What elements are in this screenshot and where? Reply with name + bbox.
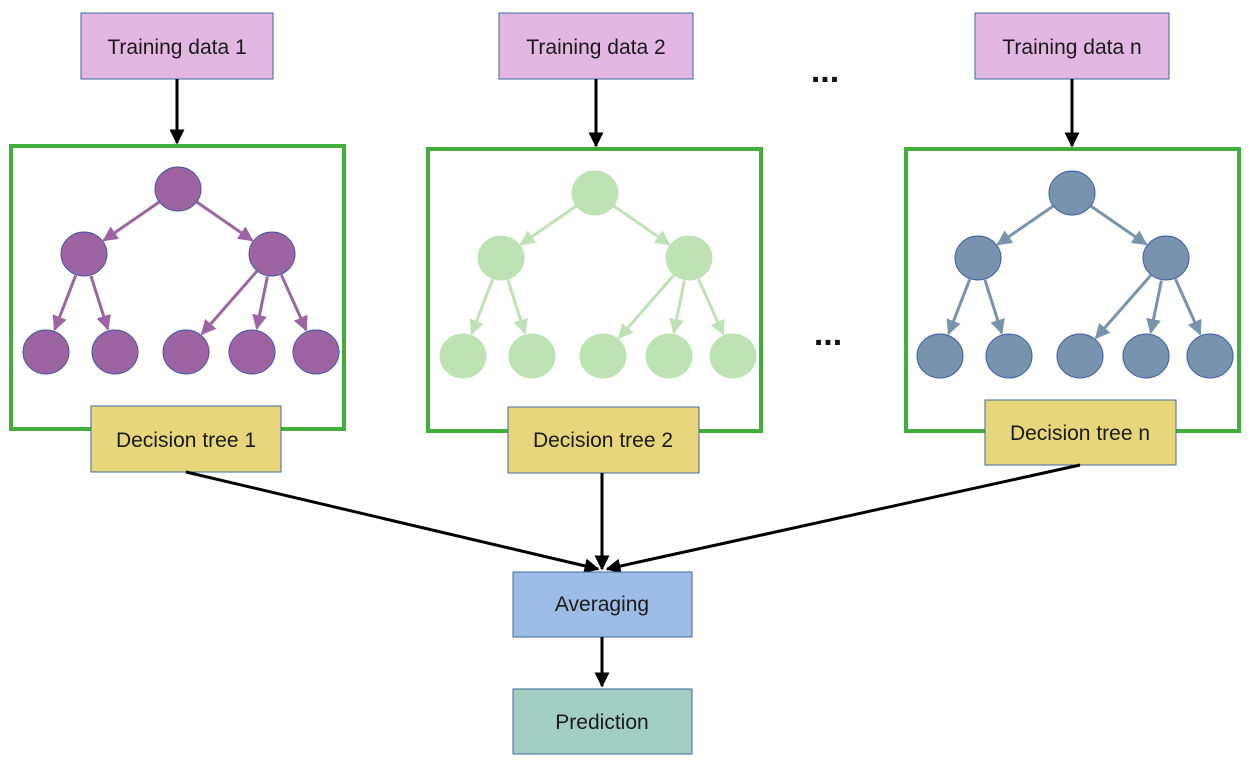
training-data-label: Training data 2 xyxy=(526,36,665,59)
tree-leaf-node xyxy=(645,333,693,379)
decision-tree-box xyxy=(984,399,1177,466)
arrow-treen-to-averaging xyxy=(605,463,1081,574)
tree-leaf-node xyxy=(916,333,964,379)
decision-tree-graphic xyxy=(439,170,757,379)
tree-internal-node xyxy=(954,235,1002,281)
training-data-box xyxy=(498,12,694,80)
tree-edge xyxy=(52,274,78,332)
tree-edge xyxy=(983,279,1005,335)
tree-internal-node xyxy=(248,231,296,277)
column-1: Training data 1 Decision tree 1 xyxy=(9,12,346,473)
tree-root-node xyxy=(571,170,619,216)
tree-internal-node xyxy=(60,231,108,277)
tree-edge xyxy=(1094,274,1152,340)
averaging-label: Averaging xyxy=(555,593,649,616)
arrow-tree1-to-averaging xyxy=(185,470,600,574)
tree-edge xyxy=(519,204,577,246)
tree-internal-node xyxy=(1142,235,1190,281)
training-data-label: Training data 1 xyxy=(107,36,246,59)
column-n: Training data n Decision tree n xyxy=(904,12,1241,466)
averaging-box xyxy=(512,571,693,638)
tree-edge xyxy=(613,204,671,246)
tree-edge xyxy=(946,278,972,336)
tree-edge xyxy=(469,278,495,336)
tree-leaf-node xyxy=(162,329,210,375)
tree-edge xyxy=(89,275,111,331)
tree-leaf-node xyxy=(1186,333,1234,379)
decision-tree-graphic xyxy=(916,170,1234,379)
tree-edge xyxy=(196,200,254,242)
tree-leaf-node xyxy=(228,329,276,375)
tree-edge xyxy=(102,200,160,242)
column-2: Training data 2 Decision tree 2 xyxy=(426,12,763,474)
tree-leaf-node xyxy=(439,333,487,379)
tree-edge xyxy=(669,280,686,334)
tree-edge xyxy=(1090,204,1148,246)
decision-tree-box xyxy=(507,406,700,474)
tree-edge xyxy=(280,274,308,332)
tree-leaf-node xyxy=(292,329,340,375)
tree-edge xyxy=(996,204,1054,246)
tree-leaf-node xyxy=(508,333,556,379)
tree-leaf-node xyxy=(985,333,1033,379)
training-data-box xyxy=(80,12,274,80)
tree-leaf-node xyxy=(709,333,757,379)
tree-root-node xyxy=(154,166,202,212)
tree-edge xyxy=(506,279,528,335)
tree-edge xyxy=(697,278,725,336)
tree-internal-node xyxy=(477,235,525,281)
tree-edge xyxy=(1146,280,1163,334)
ellipsis-middle: ... xyxy=(814,315,842,353)
tree-leaf-node xyxy=(1122,333,1170,379)
prediction-box xyxy=(512,688,693,755)
decision-tree-label: Decision tree 1 xyxy=(116,429,256,452)
tree-edge xyxy=(617,274,675,340)
tree-edge xyxy=(252,276,269,330)
training-data-box xyxy=(974,12,1170,80)
prediction-label: Prediction xyxy=(555,711,648,734)
tree-leaf-node xyxy=(22,329,70,375)
decision-tree-graphic xyxy=(22,166,340,375)
ellipsis-top: ... xyxy=(811,52,839,90)
tree-leaf-node xyxy=(1056,333,1104,379)
tree-internal-node xyxy=(665,235,713,281)
tree-edge xyxy=(1174,278,1202,336)
decision-tree-label: Decision tree 2 xyxy=(533,429,673,452)
tree-root-node xyxy=(1048,170,1096,216)
tree-edge xyxy=(200,270,258,336)
decision-tree-label: Decision tree n xyxy=(1010,422,1150,445)
tree-leaf-node xyxy=(91,329,139,375)
tree-leaf-node xyxy=(579,333,627,379)
training-data-label: Training data n xyxy=(1002,36,1141,59)
